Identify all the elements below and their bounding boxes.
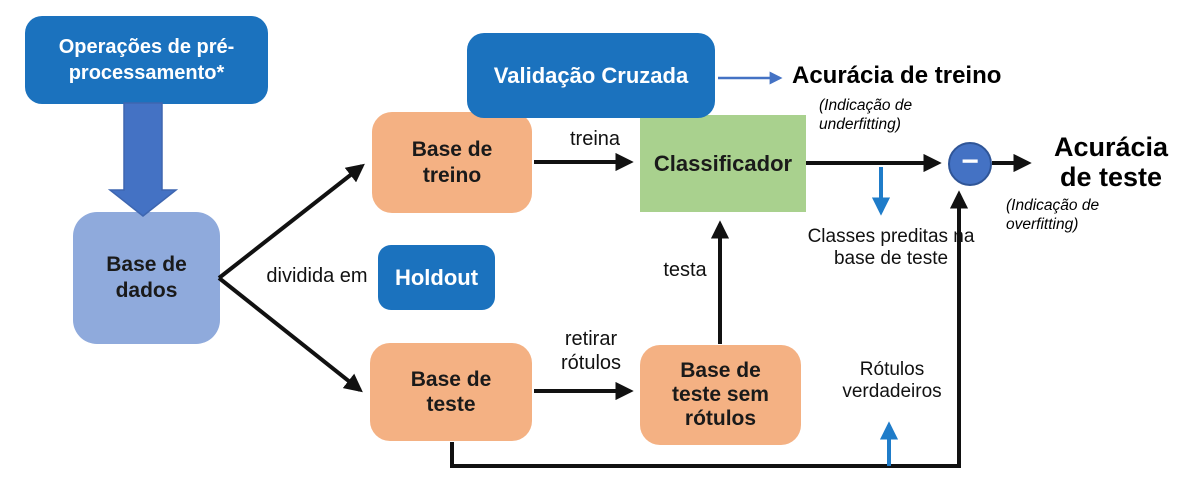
classifier-box: Classificador bbox=[640, 115, 806, 212]
train-set-label: Base de treino bbox=[411, 138, 493, 187]
cross-validation-box: Validação Cruzada bbox=[467, 33, 715, 118]
classifier-label: Classificador bbox=[653, 150, 793, 176]
edge-label-remove-labels: retirar rótulos bbox=[560, 328, 622, 374]
edge-label-tests: testa bbox=[663, 259, 707, 281]
database-label: Base de dados bbox=[106, 252, 187, 302]
edge-label-divided-in: dividida em bbox=[266, 265, 368, 287]
train-set-box: Base de treino bbox=[372, 112, 532, 213]
holdout-box: Holdout bbox=[378, 245, 495, 310]
holdout-label: Holdout bbox=[394, 264, 479, 290]
edge-split-test bbox=[217, 276, 363, 393]
cross-validation-label: Validação Cruzada bbox=[493, 62, 689, 88]
test-set-unlabeled-label: Base de teste sem rótulos bbox=[672, 358, 769, 431]
test-accuracy-title: Acurácia de teste bbox=[1053, 132, 1169, 192]
edge-label-true-labels: Rótulos verdadeiros bbox=[842, 359, 942, 403]
minus-icon: − bbox=[961, 145, 979, 178]
database-box: Base de dados bbox=[73, 212, 220, 344]
train-accuracy-note: (Indicação de underfitting) bbox=[819, 97, 913, 134]
test-set-unlabeled-box: Base de teste sem rótulos bbox=[640, 345, 801, 445]
edge-label-trains: treina bbox=[569, 128, 621, 150]
test-set-box: Base de teste bbox=[370, 343, 532, 441]
edge-split-train bbox=[217, 163, 365, 280]
test-set-label: Base de teste bbox=[410, 367, 492, 416]
preprocessing-box: Operações de pré-processamento* bbox=[25, 16, 268, 104]
test-accuracy-note: (Indicação de overfitting) bbox=[1006, 197, 1100, 234]
down-block-arrow bbox=[107, 102, 179, 217]
train-accuracy-title: Acurácia de treino bbox=[792, 62, 1002, 89]
minus-node: − bbox=[948, 142, 992, 186]
preprocessing-label: Operações de pré-processamento* bbox=[58, 36, 235, 84]
edge-label-predicted-classes: Classes preditas na base de teste bbox=[807, 226, 975, 270]
